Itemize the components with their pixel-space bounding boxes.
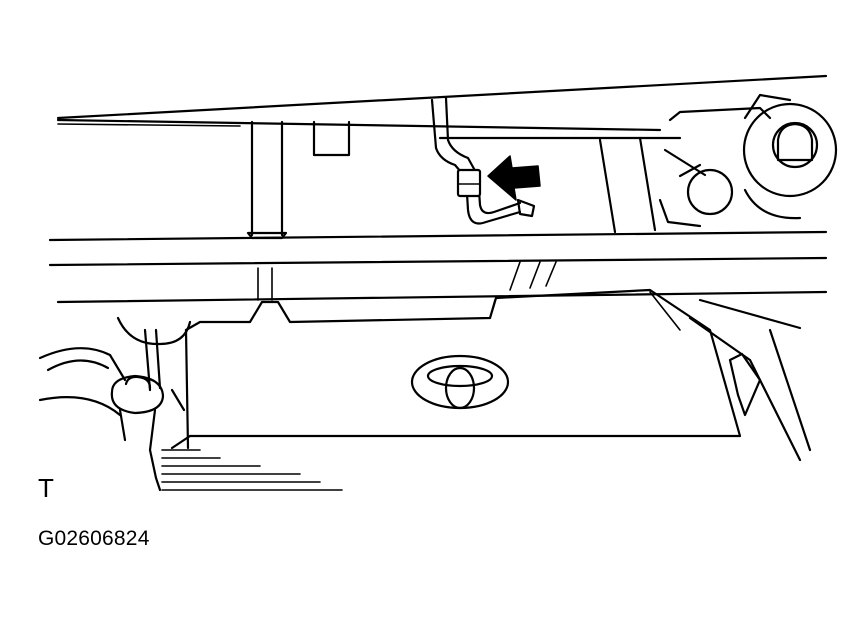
engine-cover	[170, 288, 742, 450]
fender-panel	[688, 298, 812, 462]
bracket-box	[312, 120, 351, 157]
view-marker-label: T	[38, 473, 54, 503]
pulley-assembly	[598, 93, 838, 234]
hose-connector	[456, 168, 482, 198]
arrow-left-icon	[487, 155, 541, 201]
cross-member	[48, 230, 828, 304]
hatch-lines	[161, 449, 343, 491]
reservoir-cap	[38, 316, 192, 492]
fuel-hose	[430, 96, 536, 225]
toyota-emblem-icon	[410, 354, 510, 410]
hood-frame	[56, 74, 828, 140]
figure-code: G02606824	[38, 527, 150, 550]
support-post	[246, 120, 288, 301]
